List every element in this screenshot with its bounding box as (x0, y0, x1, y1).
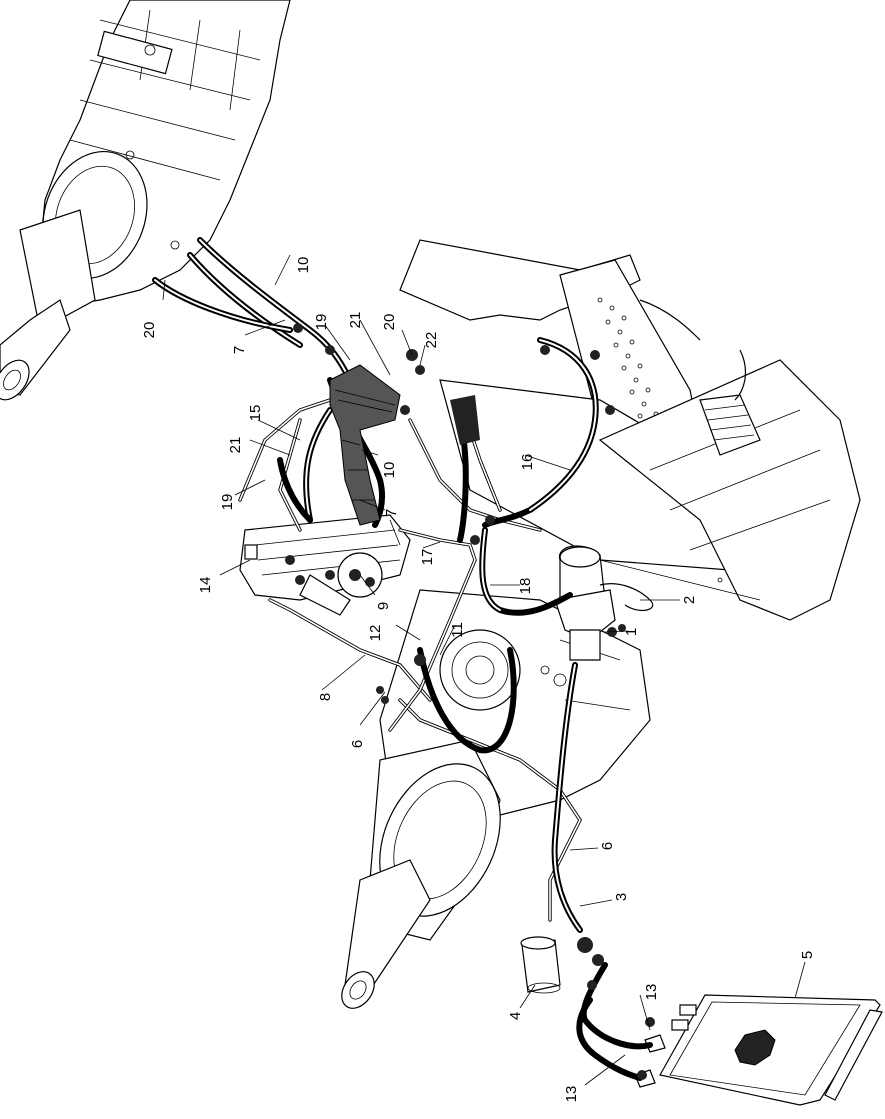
callout-7-lower: 7 (383, 509, 400, 517)
callout-6-upper: 6 (349, 740, 366, 748)
braided-hose-sleeve (329, 364, 401, 526)
callout-13-upper: 13 (643, 984, 660, 1001)
callout-20-left: 20 (141, 322, 158, 339)
callout-22: 22 (423, 332, 440, 349)
control-valve-block (239, 514, 411, 616)
callout-5: 5 (799, 951, 816, 959)
callout-15: 15 (247, 405, 264, 422)
callout-18: 18 (517, 578, 534, 595)
filter-canister (520, 936, 561, 994)
callout-20-right: 20 (381, 314, 398, 331)
callout-14: 14 (197, 577, 214, 594)
rear-axle-housing (341, 589, 651, 1009)
callout-6-lower: 6 (599, 842, 616, 850)
callout-labels: 1 2 3 4 5 6 6 7 7 8 9 10 10 11 12 13 13 … (141, 257, 816, 1103)
front-axle-housing (0, 0, 291, 401)
callout-21-upper: 21 (347, 312, 364, 329)
callout-7-upper: 7 (231, 346, 248, 354)
hose-fittings (293, 323, 655, 1080)
leader-lines (162, 254, 806, 1086)
callout-17: 17 (419, 549, 436, 566)
callout-8: 8 (317, 693, 334, 701)
callout-3: 3 (613, 893, 630, 901)
oil-cooler (634, 994, 883, 1106)
callout-16: 16 (519, 454, 536, 471)
callout-10-upper: 10 (295, 257, 312, 274)
callout-4: 4 (507, 1012, 524, 1020)
callout-1: 1 (623, 628, 640, 636)
callout-11: 11 (449, 622, 466, 638)
flexible-hoses (152, 237, 653, 1081)
operator-platform (399, 239, 861, 621)
callout-9: 9 (375, 602, 392, 610)
callout-13-lower: 13 (563, 1086, 580, 1103)
callout-21-lower: 21 (227, 437, 244, 454)
callout-19-upper: 19 (313, 314, 330, 331)
callout-12: 12 (367, 625, 384, 642)
callout-19-lower: 19 (219, 494, 236, 511)
callout-2: 2 (681, 596, 698, 604)
callout-10-lower: 10 (381, 462, 398, 479)
